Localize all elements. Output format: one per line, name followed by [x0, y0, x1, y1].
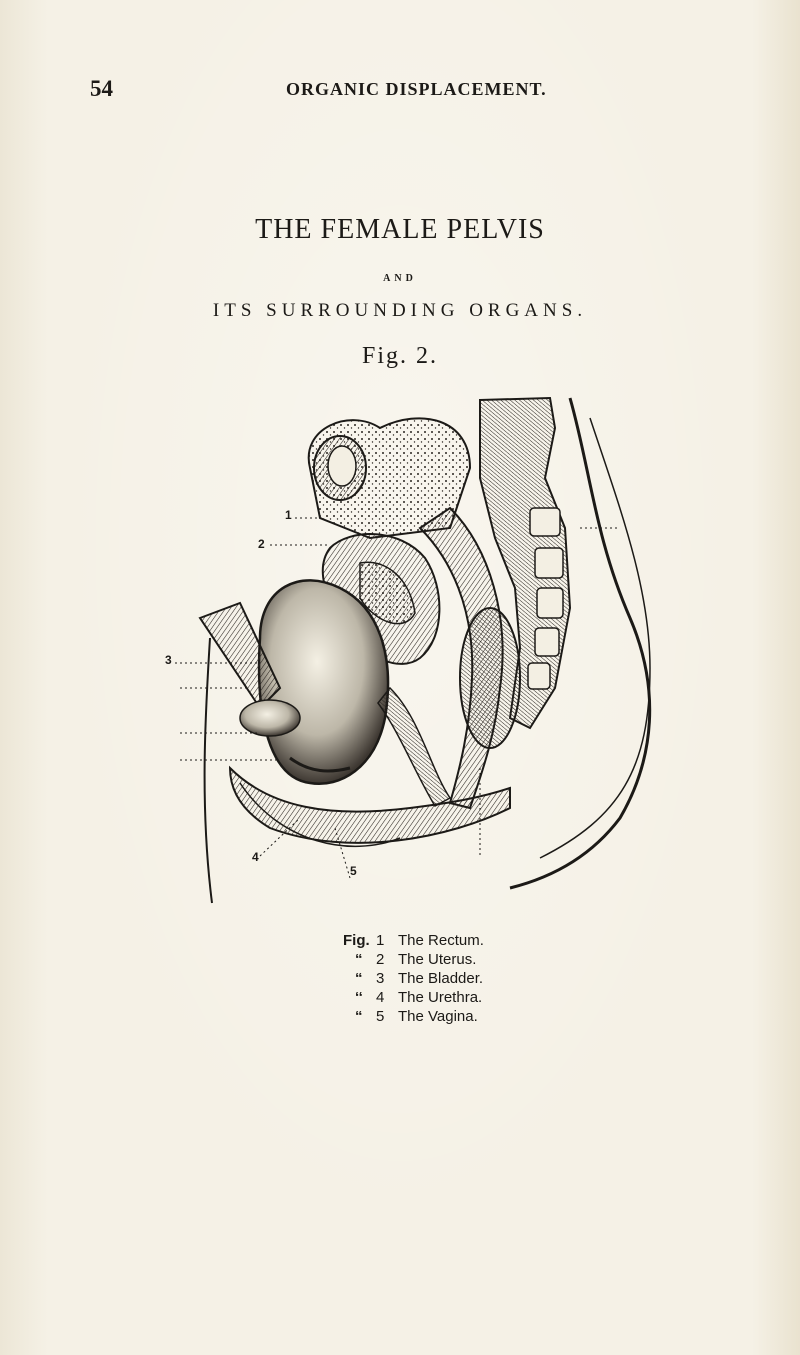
legend-row: “ 2 The Uterus. — [343, 950, 603, 969]
page-number: 54 — [90, 76, 113, 101]
running-title: ORGANIC DISPLACEMENT. — [286, 79, 547, 99]
legend-number: 3 — [376, 970, 385, 987]
legend-organ: The Vagina. — [398, 1008, 478, 1025]
legend-prefix: “ — [355, 970, 363, 987]
legend-number: 5 — [376, 1008, 385, 1025]
callout-1: 1 — [285, 508, 292, 522]
legend-organ: The Uterus. — [398, 951, 477, 968]
legend-number: 4 — [376, 989, 385, 1006]
callout-3: 3 — [165, 653, 172, 667]
legend-prefix: “ — [355, 951, 363, 968]
legend-number: 1 — [376, 932, 385, 949]
legend-row: ‘‘ 4 The Urethra. — [343, 988, 603, 1007]
legend-prefix: “ — [355, 1008, 363, 1025]
plate-title: THE FEMALE PELVIS — [255, 214, 545, 245]
legend-row: “ 5 The Vagina. — [343, 1007, 603, 1026]
legend-row: “ 3 The Bladder. — [343, 969, 603, 988]
legend-prefix: Fig. — [343, 932, 370, 949]
plate-subtitle: ITS SURROUNDING ORGANS. — [212, 300, 588, 321]
pelvis-illustration — [175, 396, 652, 904]
legend-organ: The Bladder. — [398, 970, 484, 987]
legend-organ: The Urethra. — [398, 989, 483, 1006]
legend-organ: The Rectum. — [398, 932, 484, 949]
plate-title-connector: AND — [383, 273, 417, 284]
figure-label: Fig. 2. — [361, 343, 438, 369]
figure-legend: Fig. 1 The Rectum. “ 2 The Uterus. “ 3 T… — [343, 931, 603, 1026]
legend-prefix: ‘‘ — [355, 989, 363, 1006]
legend-number: 2 — [376, 951, 385, 968]
legend-row: Fig. 1 The Rectum. — [343, 931, 603, 950]
running-head: 54 ORGANIC DISPLACEMENT. — [90, 76, 710, 106]
callout-5: 5 — [350, 864, 357, 878]
callout-4: 4 — [252, 850, 259, 864]
callout-2: 2 — [258, 537, 265, 551]
